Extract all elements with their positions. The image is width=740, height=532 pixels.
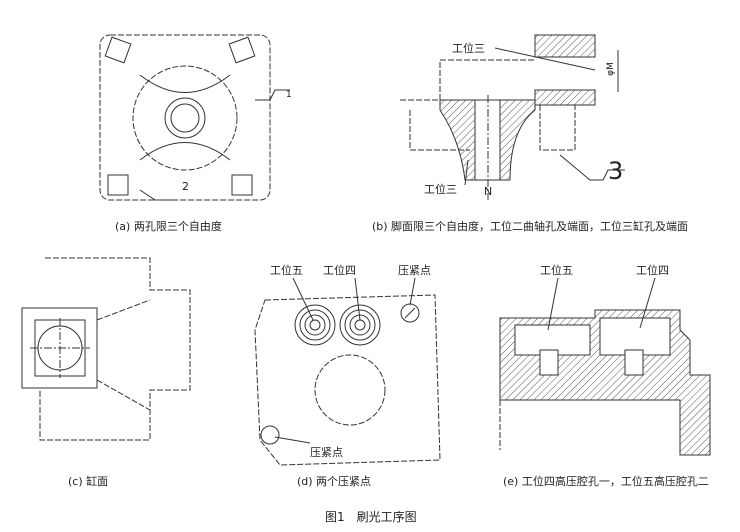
drawing-e [499, 277, 711, 456]
label-d-clamp-bottom: 压紧点 [310, 446, 343, 459]
caption-d: (d) 两个压紧点 [297, 475, 372, 488]
label-a-1: 1 [286, 90, 292, 100]
label-d-station5: 工位五 [270, 264, 303, 277]
drawing-c [21, 257, 191, 441]
label-b-station3-top: 工位三 [452, 42, 485, 55]
label-b-dim-n: N [484, 185, 493, 198]
caption-a: (a) 两孔限三个自由度 [115, 220, 222, 233]
label-b-dim-m: φM [605, 62, 616, 76]
label-b-num: 3 [608, 157, 624, 185]
drawing-a [99, 34, 290, 201]
drawing-d [254, 277, 441, 466]
label-a-2: 2 [182, 180, 189, 193]
label-b-station3-bottom: 工位三 [424, 183, 457, 196]
caption-b: (b) 脚面限三个自由度，工位二曲轴孔及端面，工位三缸孔及端面 [372, 220, 689, 233]
label-d-station4: 工位四 [323, 264, 356, 277]
figure-title: 图1 刷光工序图 [325, 510, 417, 524]
label-e-station5: 工位五 [540, 264, 573, 277]
drawing-b [400, 34, 625, 200]
label-e-station4: 工位四 [636, 264, 669, 277]
caption-e: (e) 工位四高压腔孔一，工位五高压腔孔二 [503, 475, 709, 488]
label-d-clamp-top: 压紧点 [398, 264, 431, 277]
caption-c: (c) 缸面 [68, 475, 109, 488]
